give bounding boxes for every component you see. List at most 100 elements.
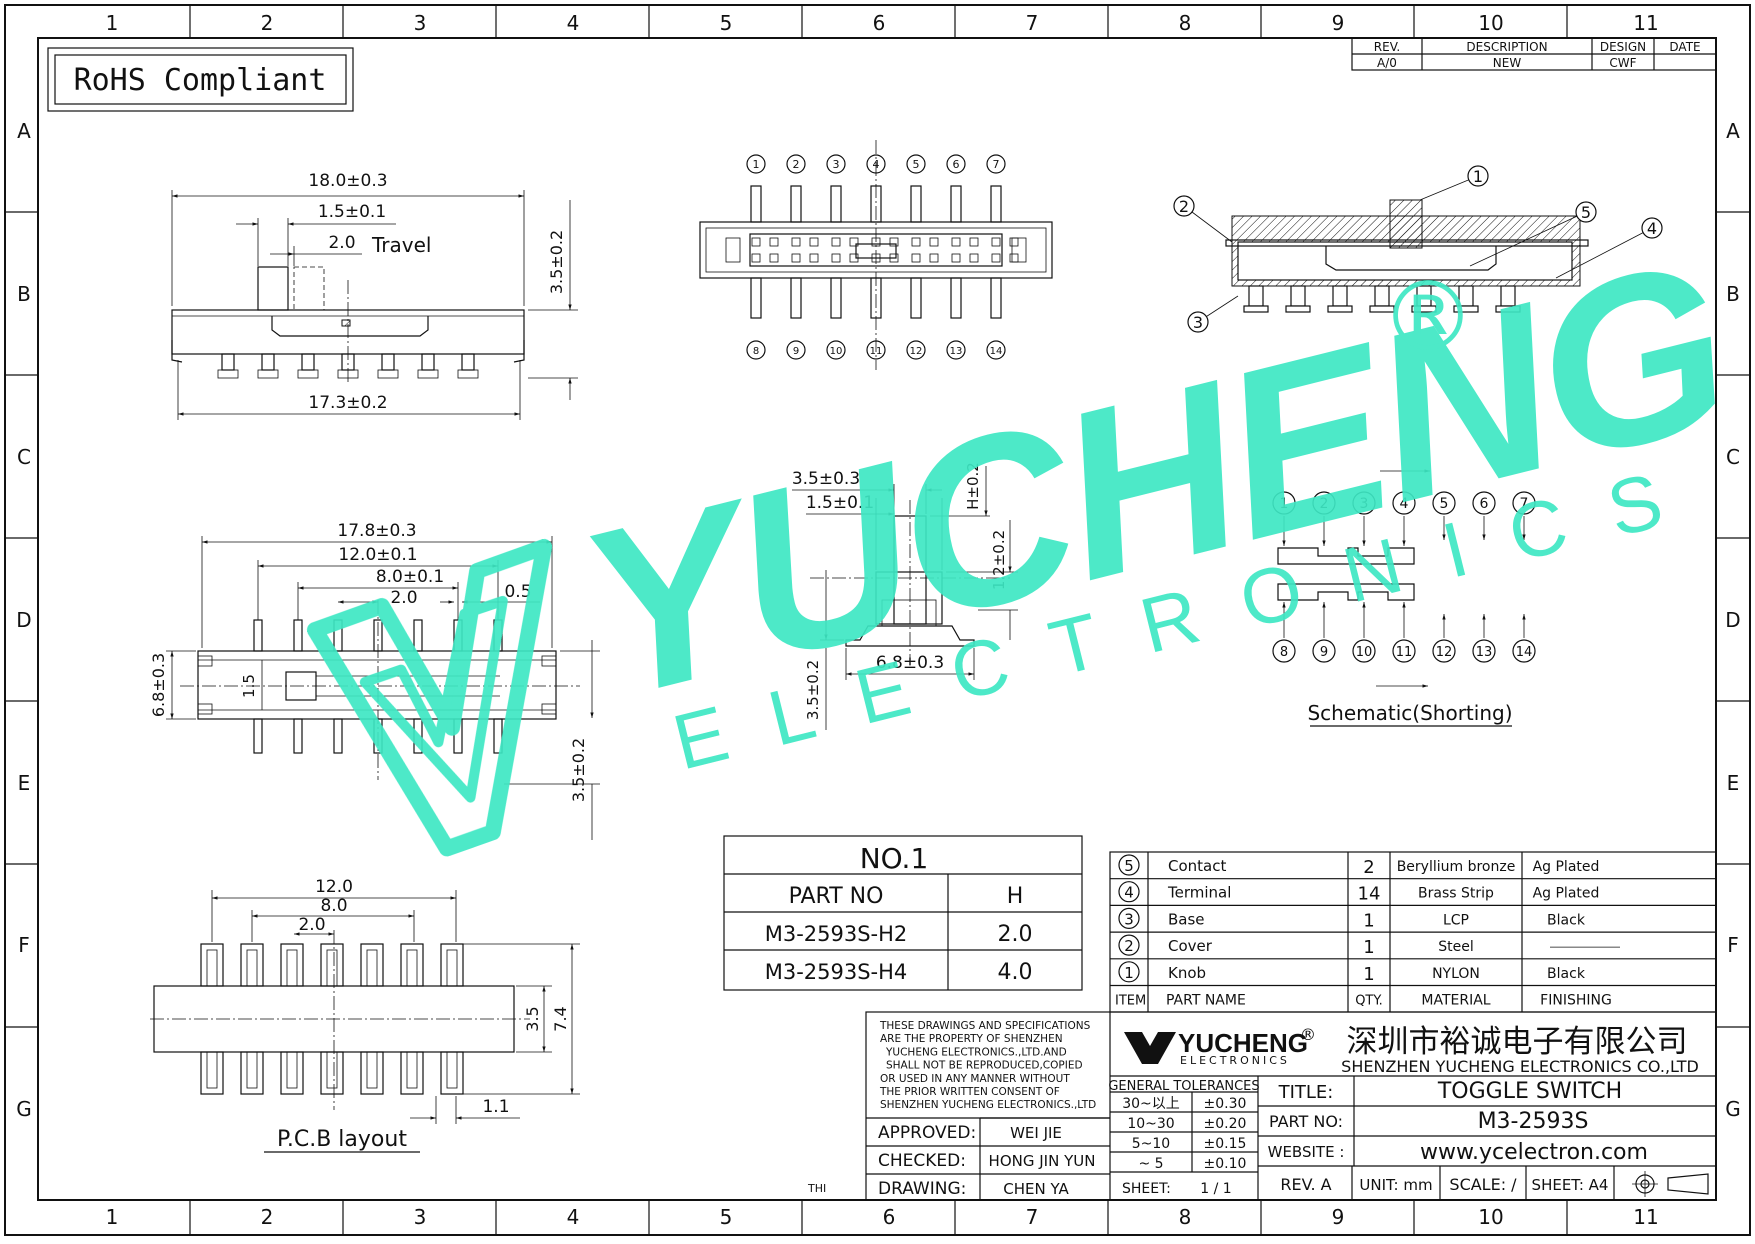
pcb-caption: P.C.B layout bbox=[277, 1127, 407, 1152]
schematic-pin-circle bbox=[1312, 491, 1336, 515]
pin-number: 2 bbox=[793, 158, 800, 171]
side-travel-label: Travel bbox=[371, 233, 431, 257]
variant-header-h: H bbox=[1007, 884, 1024, 909]
schematic-pin-circle bbox=[1512, 491, 1536, 515]
pcb-width12-dim: 12.0 bbox=[315, 877, 353, 897]
pin-bottom bbox=[253, 718, 263, 754]
tolerance-value: ±0.20 bbox=[1204, 1116, 1247, 1132]
grid-row-label-right: F bbox=[1727, 933, 1739, 957]
grid-col-label-top: 1 bbox=[106, 11, 119, 35]
grid-col-label-top: 6 bbox=[873, 11, 886, 35]
callout-circle bbox=[1173, 195, 1195, 217]
bom-item: 2 bbox=[1124, 937, 1134, 955]
tolerance-range: 10~30 bbox=[1127, 1116, 1174, 1132]
variant-part-1: M3-2593S-H2 bbox=[765, 922, 908, 946]
pin-number: 5 bbox=[913, 158, 920, 171]
pin-number: 12 bbox=[910, 346, 923, 357]
bom-qty: 14 bbox=[1358, 884, 1381, 905]
schematic-pin-number: 14 bbox=[1516, 645, 1533, 660]
drawing-title: TOGGLE SWITCH bbox=[1437, 1079, 1622, 1104]
schematic-pin-number: 12 bbox=[1436, 645, 1453, 660]
knob-travel-outline bbox=[293, 266, 325, 311]
grid-col-label-top: 2 bbox=[261, 11, 274, 35]
pin-number-circle bbox=[746, 154, 766, 174]
rohs-label: RoHS Compliant bbox=[74, 63, 327, 98]
bom-header-finish: FINISHING bbox=[1540, 993, 1612, 1009]
schematic-pin-number: 13 bbox=[1476, 645, 1493, 660]
pin-number-circle bbox=[946, 340, 966, 360]
schematic-pin-number: 5 bbox=[1440, 496, 1449, 512]
website-label: WEBSITE : bbox=[1268, 1143, 1345, 1161]
pin-top bbox=[750, 185, 762, 223]
grid-row-label-right: C bbox=[1726, 445, 1740, 469]
schematic-pin-number: 1 bbox=[1280, 496, 1289, 512]
variant-title: NO.1 bbox=[860, 842, 929, 875]
side-base-dim: 17.3±0.2 bbox=[308, 393, 387, 413]
company-logo: YUCHENG ® ELECTRONICS bbox=[1124, 1025, 1316, 1067]
terminal bbox=[301, 353, 315, 371]
schematic-pin-circle bbox=[1392, 639, 1416, 663]
pin-top bbox=[990, 185, 1002, 223]
schematic-pin-circle bbox=[1472, 491, 1496, 515]
grid-col-label-bottom: 5 bbox=[720, 1205, 733, 1229]
grid-col-label-bottom: 2 bbox=[261, 1205, 274, 1229]
end-view: 3.5±0.3 1.5±0.1 H±0.2 1.2±0.2 6.8±0.3 3.… bbox=[792, 462, 1018, 730]
end-knob-thickness-dim: 1.5±0.1 bbox=[806, 493, 874, 513]
schematic-pin-circle bbox=[1392, 491, 1416, 515]
rev-value: A/0 bbox=[1377, 56, 1397, 70]
callout-circle bbox=[1575, 201, 1597, 223]
bom-item-circle bbox=[1118, 934, 1140, 956]
sheet-label: SHEET: bbox=[1122, 1181, 1171, 1197]
pin-bottom bbox=[293, 718, 303, 754]
rohs-box: RoHS Compliant bbox=[47, 47, 354, 112]
pin-number: 1 bbox=[753, 158, 760, 171]
notice-line: THE PRIOR WRITTEN CONSENT OF bbox=[879, 1086, 1060, 1098]
rev-header: REV. bbox=[1374, 40, 1400, 54]
grid-row-label-left: B bbox=[17, 282, 31, 306]
grid-col-label-bottom: 1 bbox=[106, 1205, 119, 1229]
variant-table: NO.1 PART NO H M3-2593S-H2 2.0 M3-2593S-… bbox=[723, 835, 1083, 991]
schematic-pin-number: 11 bbox=[1396, 645, 1413, 660]
schematic-pin-number: 2 bbox=[1320, 496, 1329, 512]
notice-line: ARE THE PROPERTY OF SHENZHEN bbox=[880, 1033, 1063, 1045]
front-overall-dim: 17.8±0.3 bbox=[337, 521, 416, 541]
sheet-value: 1 / 1 bbox=[1200, 1181, 1231, 1197]
grid-row-label-right: G bbox=[1725, 1097, 1741, 1121]
terminal bbox=[261, 353, 275, 371]
callout-number: 4 bbox=[1647, 219, 1657, 238]
tolerance-range: 5~10 bbox=[1132, 1136, 1170, 1152]
tolerance-value: ±0.10 bbox=[1204, 1156, 1247, 1172]
bom-part-name: Contact bbox=[1168, 857, 1226, 875]
callout-number: 3 bbox=[1193, 313, 1203, 332]
pin-number-circle bbox=[986, 154, 1006, 174]
rev-field: REV. A bbox=[1280, 1175, 1331, 1194]
end-height-dim: 3.5±0.2 bbox=[804, 660, 822, 720]
tolerance-value: ±0.15 bbox=[1204, 1136, 1247, 1152]
schematic-pin-number: 3 bbox=[1360, 496, 1369, 512]
bom-finish: Black bbox=[1547, 966, 1586, 982]
schematic-pin-number: 10 bbox=[1356, 645, 1373, 660]
pin-number: 7 bbox=[993, 158, 1000, 171]
grid-col-label-bottom: 3 bbox=[414, 1205, 427, 1229]
pin-top bbox=[950, 185, 962, 223]
bom-item-circle bbox=[1118, 854, 1140, 876]
schematic-pin-circle bbox=[1352, 491, 1376, 515]
bom-material: Steel bbox=[1438, 939, 1474, 955]
schematic-pin-number: 6 bbox=[1480, 496, 1489, 512]
pin-number-circle bbox=[986, 340, 1006, 360]
pin-number-circle bbox=[826, 340, 846, 360]
grid-col-label-top: 3 bbox=[414, 11, 427, 35]
pin-number-circle bbox=[826, 154, 846, 174]
pin-top bbox=[293, 619, 303, 652]
slider-body bbox=[1325, 246, 1497, 271]
tolerance-value: ±0.30 bbox=[1204, 1096, 1247, 1112]
bom-header-qty: QTY. bbox=[1355, 994, 1383, 1009]
pin-number-circle bbox=[906, 340, 926, 360]
schematic-pin-number: 7 bbox=[1520, 496, 1529, 512]
pin-number: 9 bbox=[793, 346, 799, 357]
approved-name: WEI JIE bbox=[1010, 1124, 1062, 1142]
pin-number-circle bbox=[906, 154, 926, 174]
